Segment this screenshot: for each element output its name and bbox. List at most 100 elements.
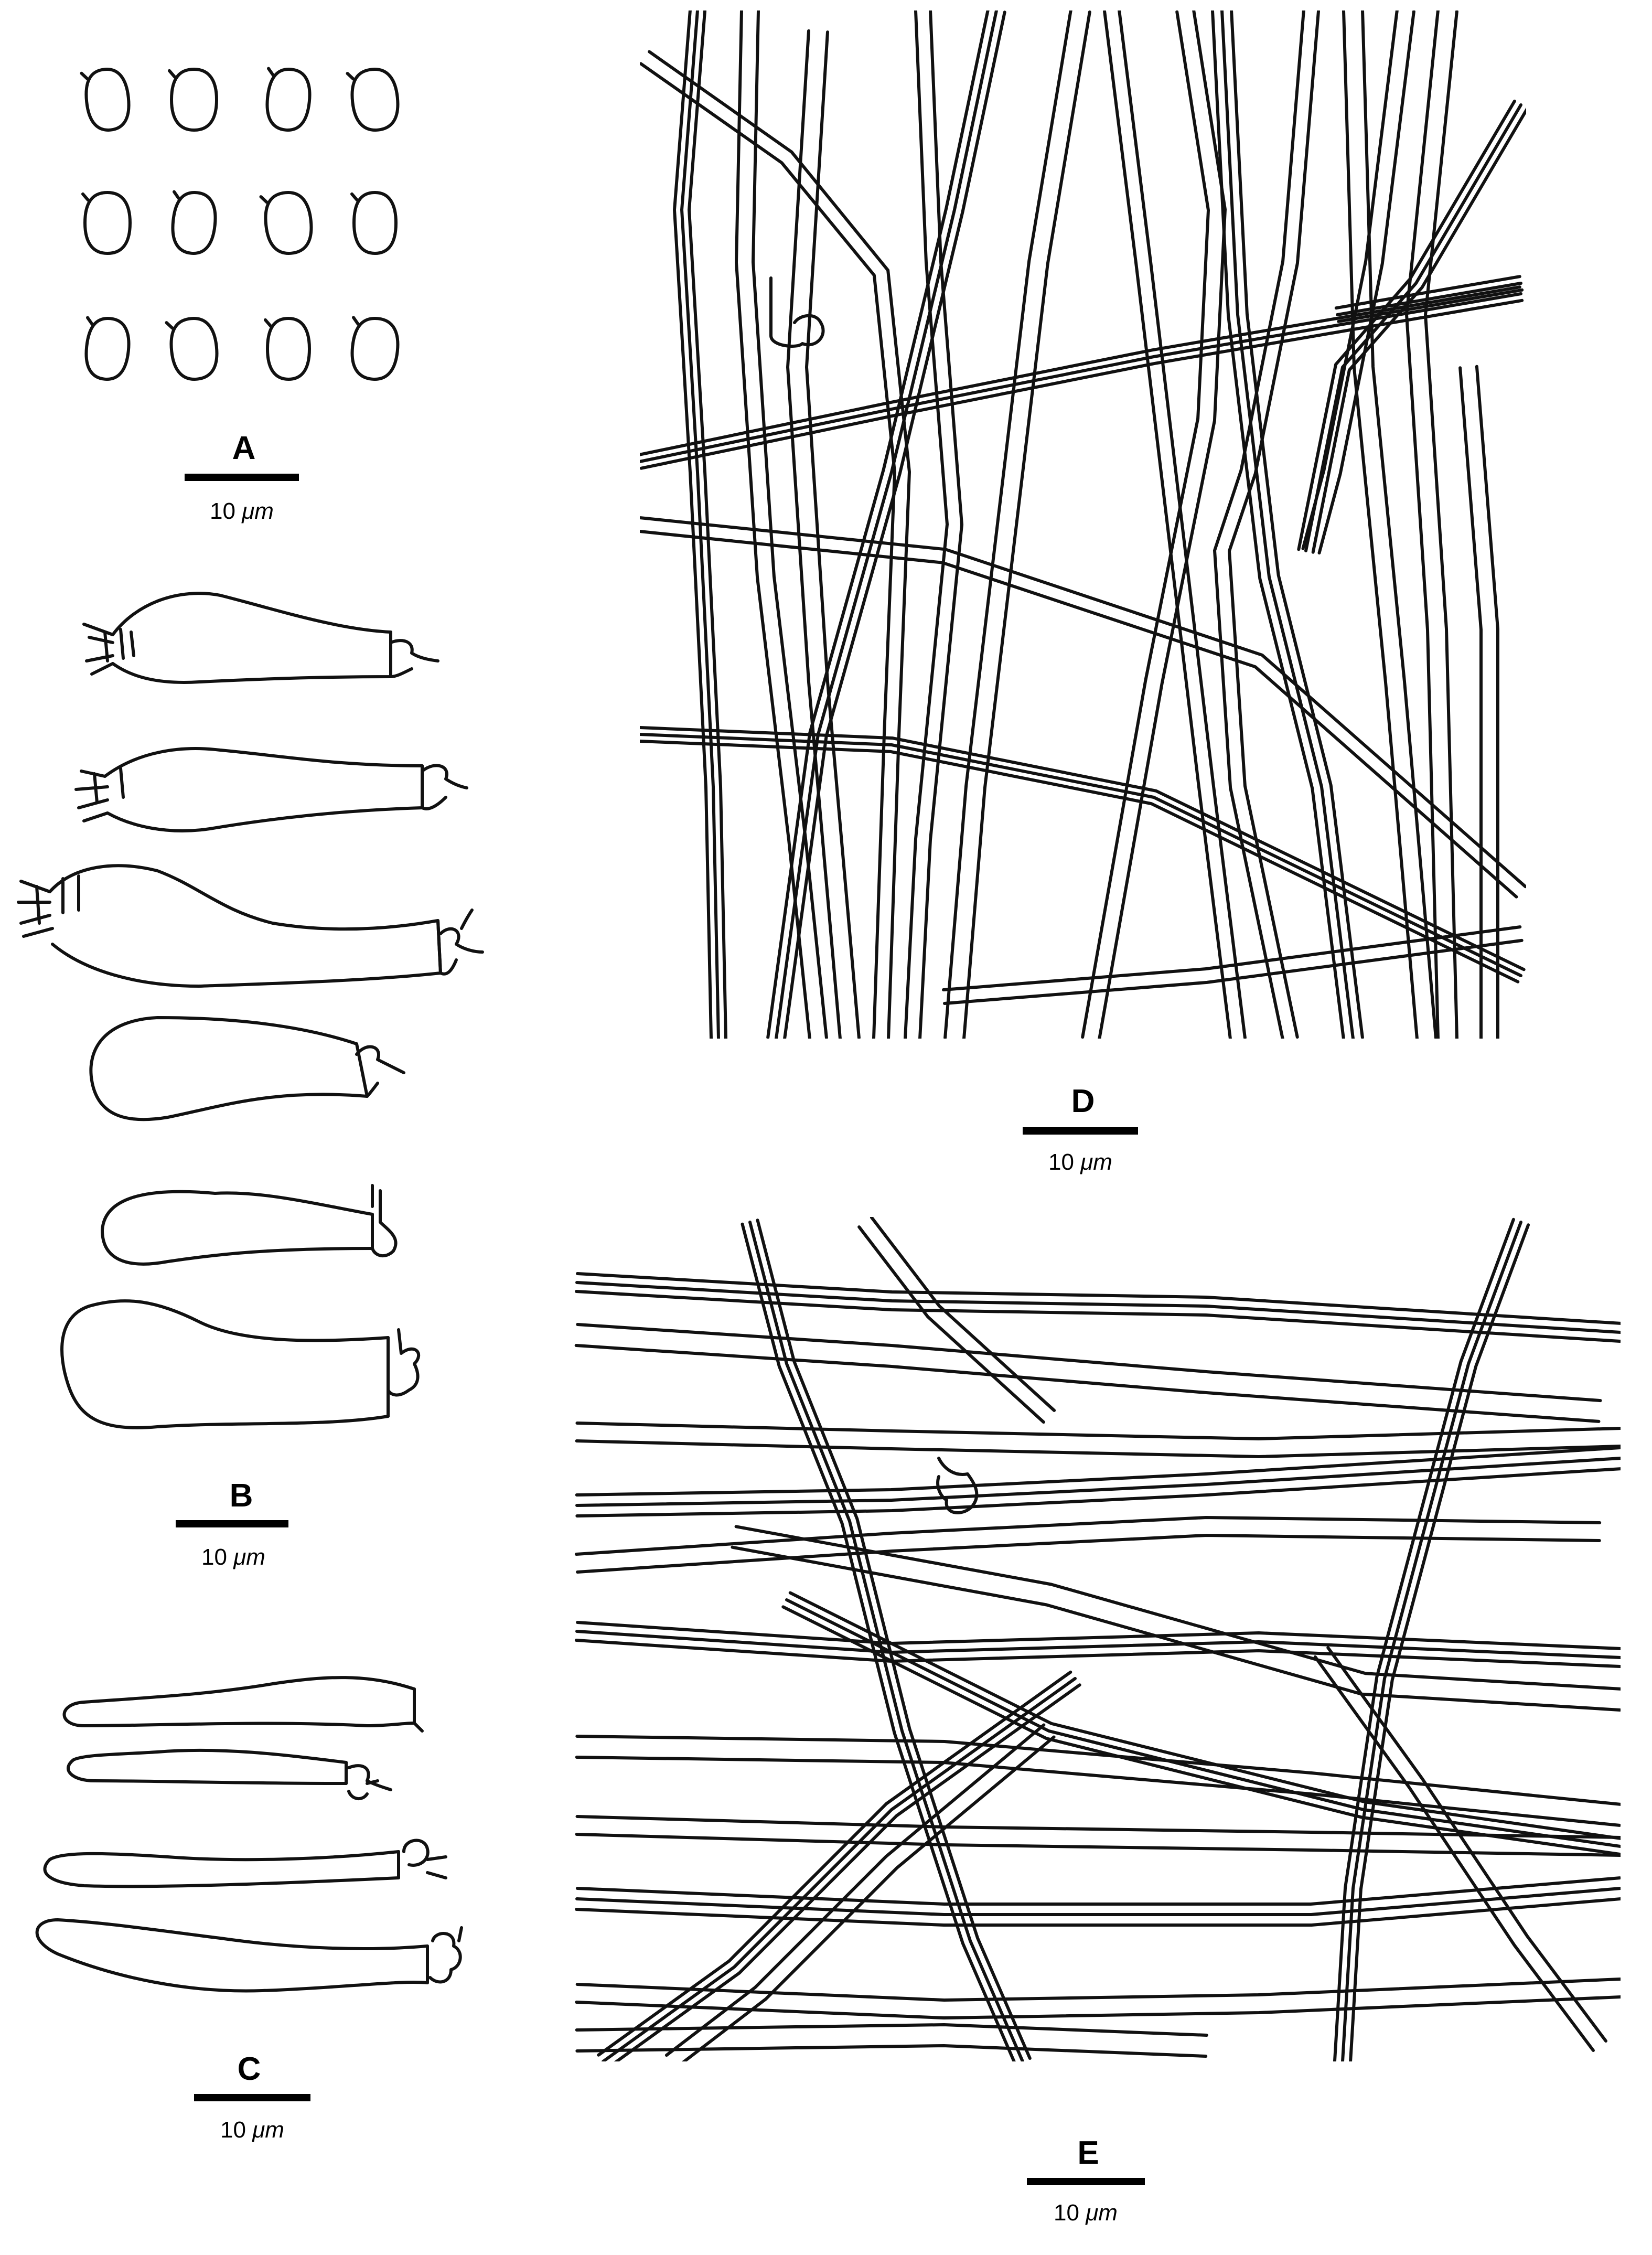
hypha-wall	[575, 1756, 1621, 1827]
panel-b-scale-label: 10 μm	[201, 1544, 265, 1570]
panel-e-scale-unit: μm	[1085, 2200, 1118, 2226]
hypha-wall	[786, 29, 842, 1039]
hypha-wall	[731, 1545, 1621, 1712]
spore	[81, 191, 132, 255]
hypha-wall	[575, 1439, 1621, 1458]
hypha-wall	[640, 726, 1526, 971]
hypha-wall	[575, 2023, 1208, 2037]
spore	[80, 68, 131, 132]
panel-e-scale: E 10 μm	[1027, 2135, 1145, 2226]
hypha-wall	[640, 733, 1522, 977]
panel-c-cystidioles	[35, 1676, 463, 1993]
hypha-wall	[575, 2044, 1208, 2058]
panel-c-scale-label: 10 μm	[220, 2117, 284, 2143]
hypha-wall	[575, 1887, 1621, 1917]
cystidiole	[67, 1748, 392, 1800]
panel-e-scale-label: 10 μm	[1054, 2200, 1118, 2226]
hypha-wall	[575, 1457, 1621, 1507]
panel-c-letter: C	[238, 2051, 261, 2087]
hypha-wall	[1334, 275, 1521, 310]
panel-d-scale-label: 10 μm	[1048, 1149, 1112, 1175]
panel-d-hyphae	[640, 10, 1526, 1039]
hypha-wall	[783, 10, 1006, 1039]
spore	[265, 67, 312, 132]
panel-b-scale: B 10 μm	[176, 1478, 288, 1570]
spore	[171, 190, 217, 255]
hypha-wall	[918, 10, 963, 1039]
hypha-wall	[575, 1281, 1621, 1334]
hypha-wall	[575, 1833, 1621, 1857]
panel-c-scale-value: 10	[220, 2117, 246, 2143]
panel-b-scale-value: 10	[201, 1544, 227, 1570]
hypha-wall	[781, 1605, 1621, 1856]
spore	[84, 316, 131, 381]
hypha-wall	[943, 10, 1072, 1039]
spore	[168, 68, 218, 132]
hypha-wall	[597, 1670, 1072, 2057]
hypha-wall	[1405, 10, 1440, 1039]
hypha-wall	[575, 1290, 1621, 1343]
panel-a-scale: A 10 μm	[185, 430, 299, 524]
hypha-wall	[673, 10, 713, 1039]
panel-d-scale: D 10 μm	[1023, 1083, 1138, 1175]
hypha-wall	[1103, 10, 1232, 1039]
hypha-wall	[870, 1217, 1056, 1412]
hypha-wall	[857, 1225, 1045, 1424]
basidiole	[101, 1184, 398, 1266]
hypha-wall	[575, 1978, 1621, 2002]
hypha-wall	[735, 10, 811, 1039]
hypha-wall	[576, 1534, 1601, 1574]
panel-d-clamp	[769, 276, 825, 348]
hypha-wall	[1317, 10, 1415, 555]
hypha-wall	[576, 1323, 1602, 1403]
hypha-wall	[640, 285, 1521, 456]
basidiole	[89, 1016, 405, 1121]
hypha-wall	[1230, 10, 1364, 1039]
hypha-wall	[741, 1222, 1016, 2061]
cystidiole	[62, 1676, 424, 1733]
panel-b-letter: B	[230, 1478, 253, 1514]
spore	[350, 191, 398, 255]
hypha-wall	[1341, 1221, 1522, 2061]
hypha-wall	[1475, 365, 1500, 1039]
hypha-wall	[942, 925, 1522, 991]
panel-d-scale-value: 10	[1048, 1149, 1074, 1175]
hypha-wall	[785, 1598, 1621, 1848]
hypha-wall	[1098, 10, 1227, 1039]
hypha-wall	[575, 1995, 1621, 2019]
hypha-wall	[1458, 366, 1483, 1039]
hypha-wall	[574, 1639, 1621, 1668]
panel-a-letter: A	[232, 430, 256, 466]
hypha-wall	[1361, 10, 1438, 1039]
hypha-wall	[640, 530, 1518, 899]
panel-c-scale-unit: μm	[252, 2117, 284, 2143]
spore	[264, 317, 311, 381]
hypha-wall	[575, 1815, 1621, 1839]
hypha-wall	[576, 1621, 1621, 1650]
panel-b-scale-bar	[176, 1520, 288, 1527]
hypha-wall	[1326, 1646, 1607, 2043]
hypha-wall	[640, 292, 1522, 463]
hypha-wall	[904, 10, 949, 1039]
hypha-wall	[1337, 288, 1524, 323]
cystidiole	[35, 1918, 463, 1993]
panel-a-spores	[80, 67, 400, 381]
spore	[350, 316, 400, 381]
hypha-wall	[752, 10, 828, 1039]
hypha-wall	[575, 1446, 1621, 1497]
hypha-wall	[943, 938, 1524, 1005]
hypha-wall	[575, 1422, 1621, 1440]
hypha-wall	[1313, 1655, 1595, 2052]
hypha-wall	[775, 10, 998, 1039]
hypha-wall	[1213, 10, 1305, 1039]
hypha-wall	[602, 1677, 1077, 2061]
panel-a-scale-bar	[185, 474, 299, 481]
hypha-wall	[1336, 282, 1522, 316]
hypha-wall	[1304, 103, 1522, 552]
hypha-wall	[1228, 10, 1320, 1039]
panel-e-hyphae	[574, 1217, 1621, 2061]
basidiole	[60, 1299, 421, 1429]
hypha-wall	[640, 516, 1526, 889]
hypha-wall	[734, 1525, 1621, 1691]
